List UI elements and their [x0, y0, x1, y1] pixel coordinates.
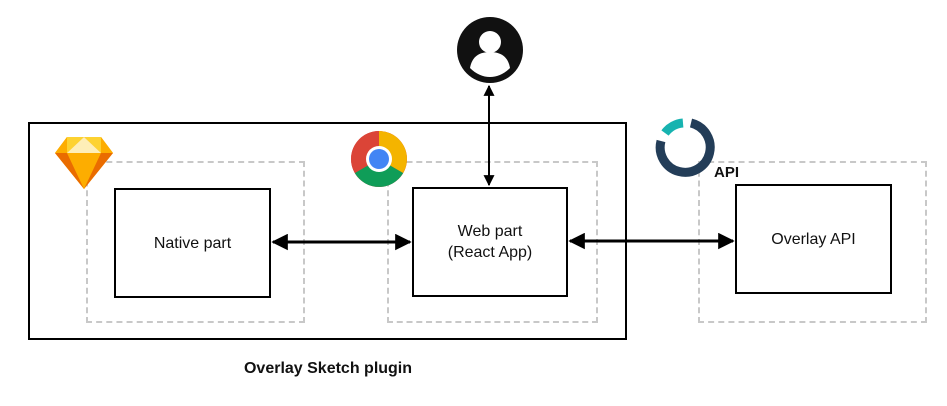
sketch-logo-icon — [55, 137, 113, 189]
sketch-plugin-frame — [28, 122, 627, 340]
web-part-box: Web part (React App) — [412, 187, 568, 297]
overlay-api-box: Overlay API — [735, 184, 892, 294]
diagram-caption: Overlay Sketch plugin — [243, 360, 413, 377]
chrome-logo-icon — [351, 131, 407, 187]
native-part-box: Native part — [114, 188, 271, 298]
user-icon — [457, 17, 523, 83]
api-logo-icon — [655, 118, 715, 177]
api-badge-label: API — [714, 164, 740, 181]
